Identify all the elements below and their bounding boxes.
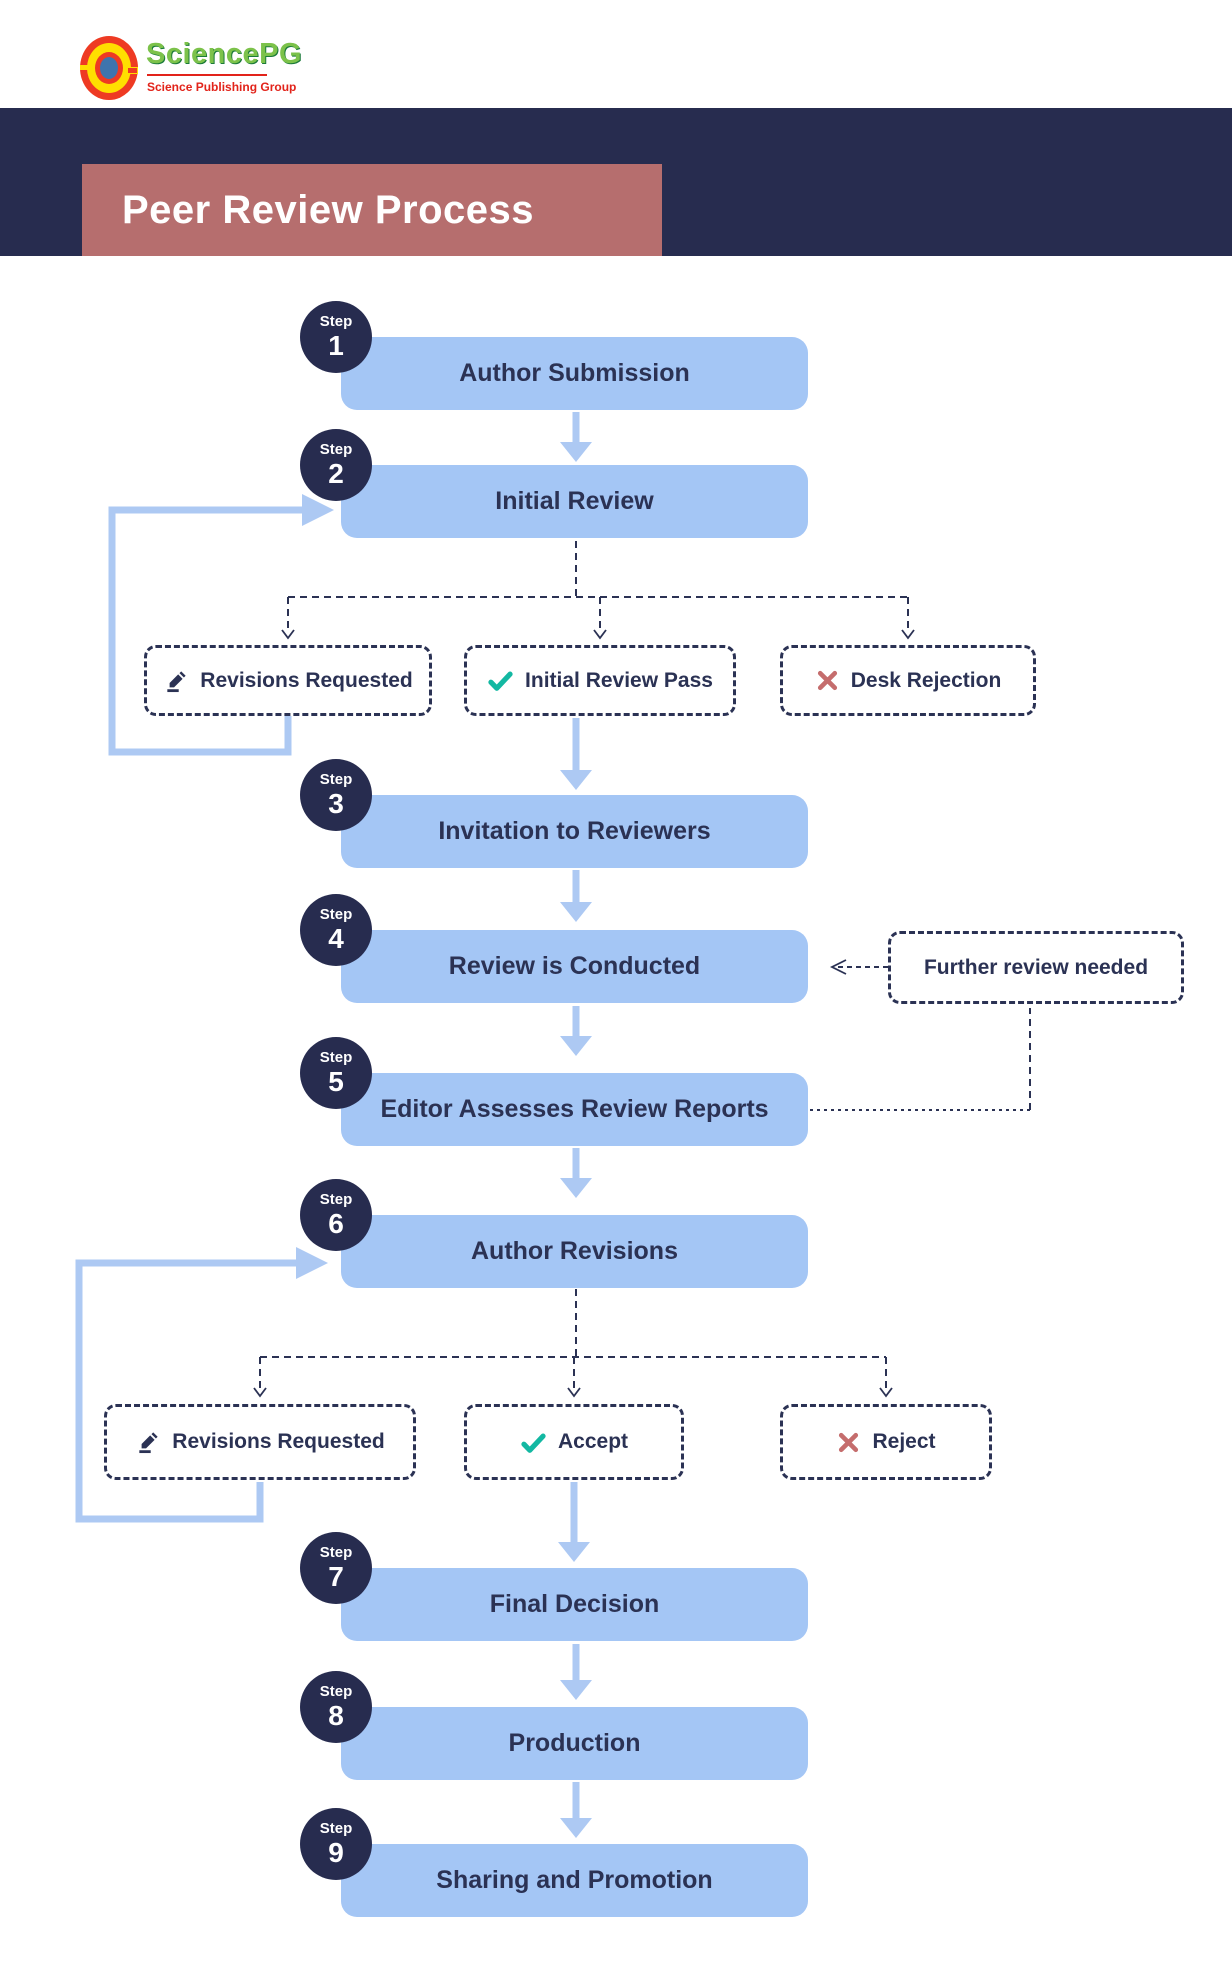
arrow-step4-to-step5 [560, 1006, 592, 1056]
step-number: 8 [328, 1700, 344, 1731]
step-word: Step [319, 771, 353, 788]
step-word: Step [319, 441, 353, 458]
connector-step5-to-further-review [810, 1008, 1031, 1111]
decision-tree-initial-review [281, 541, 915, 640]
step-number: 4 [328, 923, 344, 954]
x-icon [817, 670, 837, 691]
step-word: Step [319, 1683, 353, 1700]
process-box-author-revisions: Author Revisions [341, 1215, 808, 1288]
step-word: Step [319, 313, 353, 330]
sciencepg-emblem-icon [80, 36, 138, 100]
note-further-review-needed: Further review needed [888, 931, 1184, 1004]
arrow-accept-to-step7 [558, 1482, 590, 1562]
option-label: Initial Review Pass [525, 668, 713, 692]
step-number: 9 [328, 1837, 344, 1868]
arrow-step1-to-step2 [560, 412, 592, 462]
process-box-invitation-to-reviewers: Invitation to Reviewers [341, 795, 808, 868]
step-word: Step [319, 1544, 353, 1561]
option-accept: Accept [464, 1404, 684, 1480]
check-icon [488, 671, 513, 691]
process-box-production: Production [341, 1707, 808, 1780]
step-number: 6 [328, 1208, 344, 1239]
step-word: Step [319, 1191, 353, 1208]
x-icon [839, 1432, 859, 1452]
option-revisions-requested-2: Revisions Requested [104, 1404, 416, 1480]
option-reject: Reject [780, 1404, 992, 1480]
page-title: Peer Review Process [122, 187, 534, 232]
step-number: 5 [328, 1066, 344, 1097]
process-box-final-decision: Final Decision [341, 1568, 808, 1641]
arrow-step3-to-step4 [560, 870, 592, 922]
option-desk-rejection: Desk Rejection [780, 645, 1036, 716]
logo-tagline: Science Publishing Group [147, 80, 297, 94]
arrow-pass-to-step3 [560, 718, 592, 790]
note-label: Further review needed [923, 955, 1149, 979]
logo-name: SciencePG [146, 38, 303, 70]
check-icon [521, 1433, 546, 1453]
step-number: 2 [328, 458, 344, 489]
option-label: Reject [872, 1430, 936, 1453]
option-revisions-requested-1: Revisions Requested [144, 645, 432, 716]
step-number: 3 [328, 788, 344, 819]
connector-further-review-to-step4 [829, 959, 888, 975]
option-label: Revisions Requested [200, 668, 413, 692]
step-word: Step [319, 1049, 353, 1066]
step-word: Step [319, 1820, 353, 1837]
option-label: Accept [557, 1430, 629, 1453]
step-number: 1 [328, 330, 344, 361]
process-box-initial-review: Initial Review [341, 465, 808, 538]
process-box-review-is-conducted: Review is Conducted [341, 930, 808, 1003]
title-plate: Peer Review Process [82, 164, 662, 256]
arrow-step8-to-step9 [560, 1782, 592, 1838]
arrow-step5-to-step6 [560, 1148, 592, 1198]
loop-revisions-to-author-revisions [75, 1247, 328, 1523]
decision-tree-author-revisions [253, 1289, 893, 1398]
process-box-editor-assesses: Editor Assesses Review Reports [341, 1073, 808, 1146]
loop-revisions-to-initial-review [108, 494, 334, 756]
pencil-icon [139, 1432, 158, 1454]
arrow-step7-to-step8 [560, 1644, 592, 1700]
step-number: 7 [328, 1561, 344, 1592]
logo-rule [147, 74, 267, 76]
option-label: Revisions Requested [172, 1430, 385, 1453]
option-initial-review-pass: Initial Review Pass [464, 645, 736, 716]
step-word: Step [319, 906, 353, 923]
option-label: Desk Rejection [850, 668, 1002, 692]
pencil-icon [167, 670, 186, 692]
process-box-author-submission: Author Submission [341, 337, 808, 410]
sciencepg-logo: SciencePG Science Publishing Group [80, 14, 400, 104]
process-box-sharing-promotion: Sharing and Promotion [341, 1844, 808, 1917]
